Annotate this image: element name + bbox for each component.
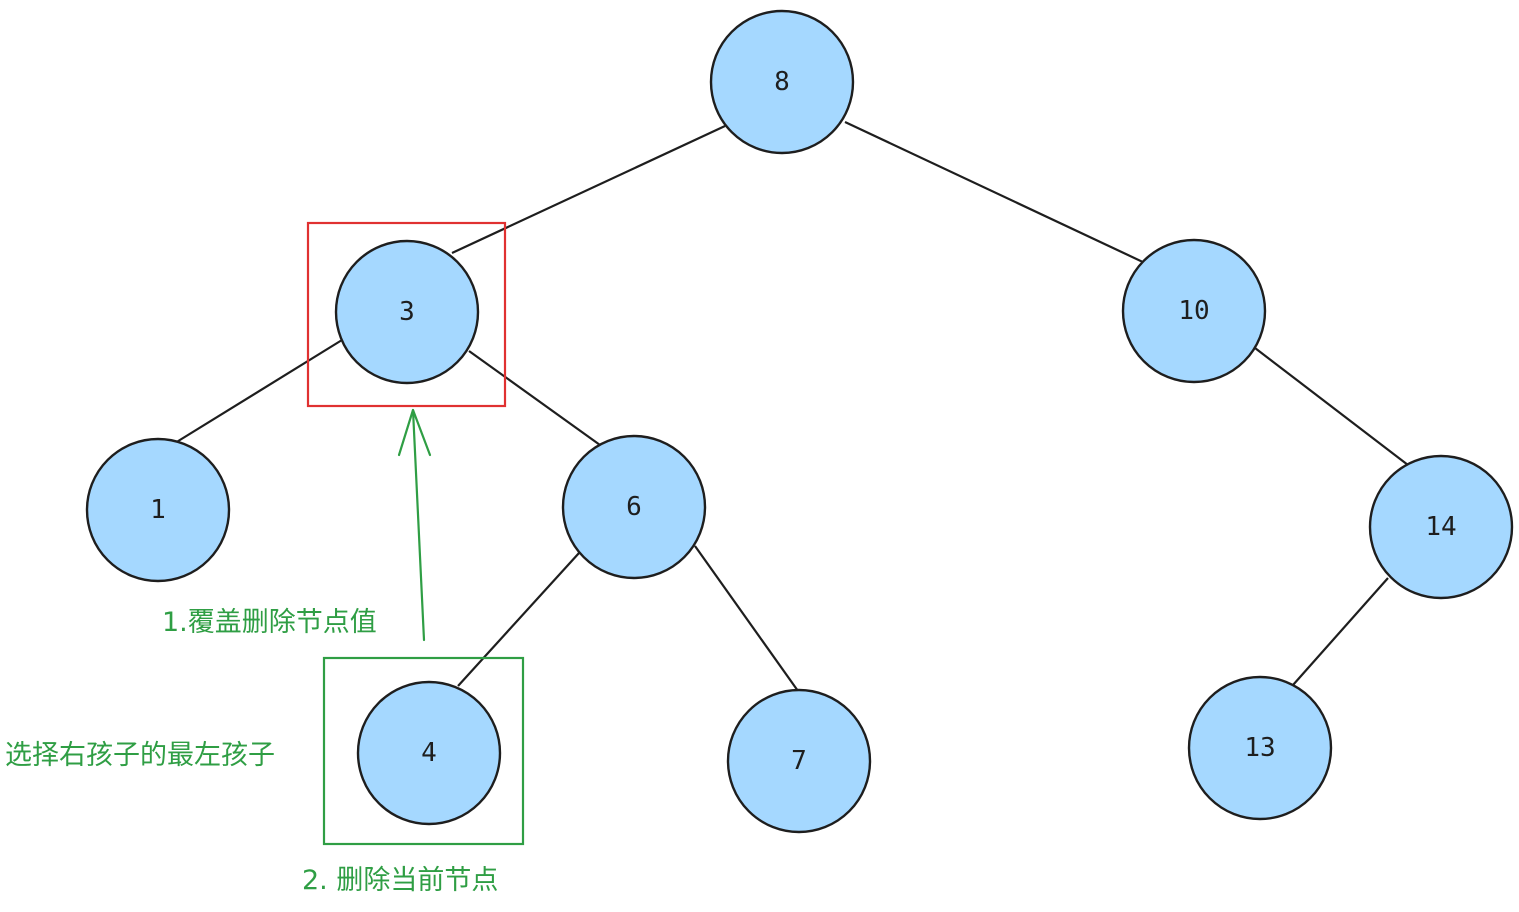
edge-6-4 xyxy=(457,552,580,687)
edge-3-1 xyxy=(174,339,343,444)
node-1-label: 1 xyxy=(150,495,166,525)
tree-nodes: 8 3 10 1 6 14 4 7 xyxy=(85,9,1514,834)
arrow-shaft xyxy=(411,408,426,642)
step2-annotation: 2. 删除当前节点 xyxy=(302,865,498,896)
step1-annotation: 1.覆盖删除节点值 xyxy=(162,607,377,638)
replacement-node-highlight xyxy=(322,656,525,846)
node-6: 6 xyxy=(561,434,707,580)
node-7: 7 xyxy=(726,688,872,834)
edge-3-6 xyxy=(468,350,601,446)
node-3: 3 xyxy=(334,239,480,385)
node-4-label: 4 xyxy=(421,738,437,768)
node-10-label: 10 xyxy=(1178,296,1209,326)
node-1: 1 xyxy=(85,437,231,583)
node-6-label: 6 xyxy=(626,492,642,522)
node-10: 10 xyxy=(1121,238,1267,384)
node-8: 8 xyxy=(709,9,855,155)
node-13-label: 13 xyxy=(1244,733,1275,763)
node-8-label: 8 xyxy=(774,67,790,97)
node-14: 14 xyxy=(1368,454,1514,600)
edge-6-7 xyxy=(694,545,799,692)
arrow-head-icon xyxy=(397,408,432,457)
edge-10-14 xyxy=(1254,347,1409,466)
choose-annotation: 选择右孩子的最左孩子 xyxy=(5,740,275,771)
edge-8-10 xyxy=(844,121,1146,264)
copy-value-arrow xyxy=(397,408,432,642)
node-7-label: 7 xyxy=(791,746,807,776)
node-3-label: 3 xyxy=(399,297,415,327)
edge-8-3 xyxy=(451,125,726,254)
node-13: 13 xyxy=(1187,675,1333,821)
delete-target-highlight xyxy=(306,221,507,408)
node-14-label: 14 xyxy=(1425,512,1456,542)
tree-edges xyxy=(174,121,1409,692)
node-4: 4 xyxy=(356,680,502,826)
edge-14-13 xyxy=(1292,577,1389,686)
